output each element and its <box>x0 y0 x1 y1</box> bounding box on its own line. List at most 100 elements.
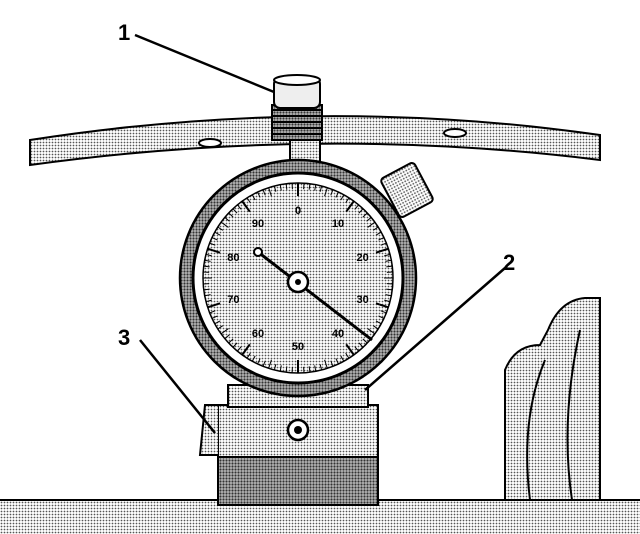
dial-tick <box>217 226 224 231</box>
dial-indicator: 0 10 20 30 40 50 60 70 80 90 <box>178 158 418 398</box>
dial-tick <box>273 364 277 371</box>
dial-tick <box>214 231 221 236</box>
mount-base <box>198 384 379 506</box>
dial-tick <box>345 343 355 356</box>
dial-tick <box>384 299 391 303</box>
dial-tick <box>279 365 282 372</box>
dial-number: 90 <box>252 218 264 230</box>
dial-needle <box>257 250 373 342</box>
dial-tick <box>246 352 251 359</box>
dial-tick <box>241 200 251 213</box>
dial-tick <box>386 265 393 268</box>
dial-tick <box>308 183 311 190</box>
dial-tick <box>224 334 230 339</box>
dial-tick <box>372 325 379 330</box>
dial-ticks <box>203 183 393 373</box>
dial-tick <box>372 226 379 231</box>
leader-1 <box>134 33 275 94</box>
dial-tick <box>279 184 282 191</box>
callout-3: 3 <box>118 325 130 350</box>
dial-number: 60 <box>252 328 264 340</box>
dial-tick <box>268 359 272 369</box>
dial-tick <box>380 310 387 314</box>
dial-tick <box>385 294 392 297</box>
dial-tick <box>319 185 323 192</box>
gear <box>504 297 601 501</box>
dial-tick <box>324 187 328 197</box>
dial-tick <box>380 242 387 246</box>
dial-tick <box>268 187 272 197</box>
dial-number: 20 <box>357 252 369 264</box>
dial-tick <box>345 352 350 359</box>
dial-labels: 0 10 20 30 40 50 60 70 80 90 <box>227 205 369 353</box>
dial-tick <box>335 191 339 198</box>
dial-tick <box>340 194 345 201</box>
dial-tick <box>228 212 234 218</box>
dial-tick <box>378 315 385 319</box>
dial-tick <box>214 320 221 325</box>
dial-tick <box>237 346 242 352</box>
dial-number: 0 <box>295 205 301 217</box>
dial-tick <box>262 360 266 367</box>
dial-tick <box>257 191 261 198</box>
callout-1: 1 <box>118 20 130 45</box>
plunger-stem <box>271 74 323 171</box>
dial-tick <box>220 328 229 335</box>
dial-number: 70 <box>227 294 239 306</box>
dial-tick <box>232 208 238 214</box>
dial-tick <box>237 204 242 210</box>
dial-tick <box>375 247 389 254</box>
dial-tick <box>285 366 288 373</box>
dial-tick <box>330 360 334 367</box>
dial-tick <box>384 253 391 257</box>
dial-number: 50 <box>292 341 304 353</box>
dial-tick <box>358 342 364 348</box>
dial-tick <box>340 355 345 362</box>
dial-tick <box>358 208 364 214</box>
dial-number: 10 <box>332 218 344 230</box>
dial-tick <box>386 288 393 291</box>
dial-tick <box>354 346 359 352</box>
bezel-lock-knob <box>380 162 434 218</box>
dial-tick <box>345 200 355 213</box>
dial-number: 80 <box>227 252 239 264</box>
dial-tick <box>211 237 218 241</box>
leader-lines <box>134 33 506 434</box>
dial-tick <box>232 342 238 348</box>
dial-tick <box>273 185 277 192</box>
dial-tick <box>319 364 323 371</box>
dial-tick <box>375 302 389 309</box>
dial-tick <box>257 358 261 365</box>
dial-tick <box>241 343 251 356</box>
dial-tick <box>246 197 251 204</box>
dial-tick <box>203 288 210 291</box>
dial-tick <box>205 253 212 257</box>
dial-tick <box>375 231 382 236</box>
dial-tick <box>354 204 359 210</box>
dial-tick <box>203 265 210 268</box>
dial-tick <box>367 328 376 335</box>
dial-number: 40 <box>332 328 344 340</box>
dial-tick <box>251 355 256 362</box>
dial-tick <box>285 183 288 190</box>
dial-tick <box>228 338 234 344</box>
dial-tick <box>207 302 221 309</box>
dial-tick <box>262 189 266 196</box>
dial-tick <box>224 217 230 222</box>
dial-tick <box>308 366 311 373</box>
dial-tick <box>367 221 376 228</box>
callout-2: 2 <box>503 250 515 275</box>
dial-tick <box>207 247 221 254</box>
dial-tick <box>211 315 218 319</box>
dial-tick <box>330 189 334 196</box>
dial-tick <box>204 259 211 262</box>
dial-tick <box>204 294 211 297</box>
dial-tick <box>314 184 317 191</box>
leader-3 <box>139 339 216 434</box>
dial-tick <box>209 310 216 314</box>
dial-tick <box>217 325 224 330</box>
dial-tick <box>335 358 339 365</box>
dial-number: 30 <box>357 294 369 306</box>
dial-tick <box>366 217 372 222</box>
